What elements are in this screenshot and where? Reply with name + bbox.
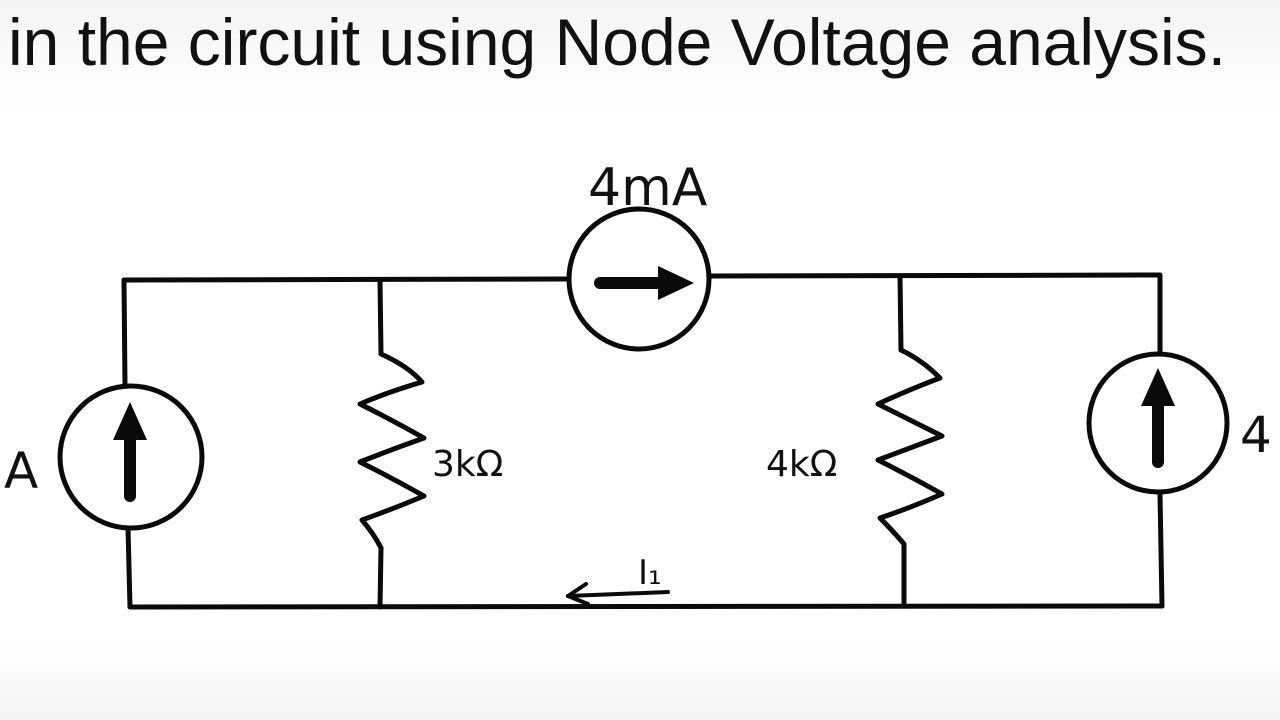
resistor-4k-zigzag xyxy=(875,347,945,547)
current-i1-indicator xyxy=(566,582,670,606)
problem-caption: in the circuit using Node Voltage analys… xyxy=(8,5,1227,79)
left-wire-lower xyxy=(125,525,133,610)
arrow-up-icon xyxy=(113,402,147,440)
top-wire-left xyxy=(121,276,571,283)
source-left-circle xyxy=(57,383,205,531)
arrow-up-icon xyxy=(1141,368,1175,406)
wires xyxy=(121,272,1165,610)
right-wire-lower xyxy=(1157,491,1165,609)
i1-arrow-shaft xyxy=(566,590,670,598)
current-source-top xyxy=(566,206,712,352)
label-right-source: 4 xyxy=(1240,406,1272,464)
top-wire-right xyxy=(707,272,1163,279)
arrow-left-icon xyxy=(566,582,590,606)
left-wire-upper xyxy=(121,277,128,389)
label-top-source: 4mA xyxy=(588,158,708,218)
label-resistor-4k: 4kΩ xyxy=(766,444,837,485)
current-source-right xyxy=(1086,351,1230,495)
bottom-wire xyxy=(127,603,1165,610)
resistor-left-lead-top xyxy=(377,277,384,357)
label-resistor-3k: 3kΩ xyxy=(432,444,503,485)
resistor-left-lead-bottom xyxy=(377,545,384,610)
current-source-left xyxy=(57,383,205,531)
source-top-circle xyxy=(566,206,712,352)
resistor-right-lead-top xyxy=(897,273,904,353)
arrow-right-icon xyxy=(658,266,694,300)
label-left-source: A xyxy=(4,442,38,500)
resistor-3k-zigzag xyxy=(357,351,427,551)
source-right-circle xyxy=(1086,351,1230,495)
label-current-i1: I₁ xyxy=(638,553,662,593)
